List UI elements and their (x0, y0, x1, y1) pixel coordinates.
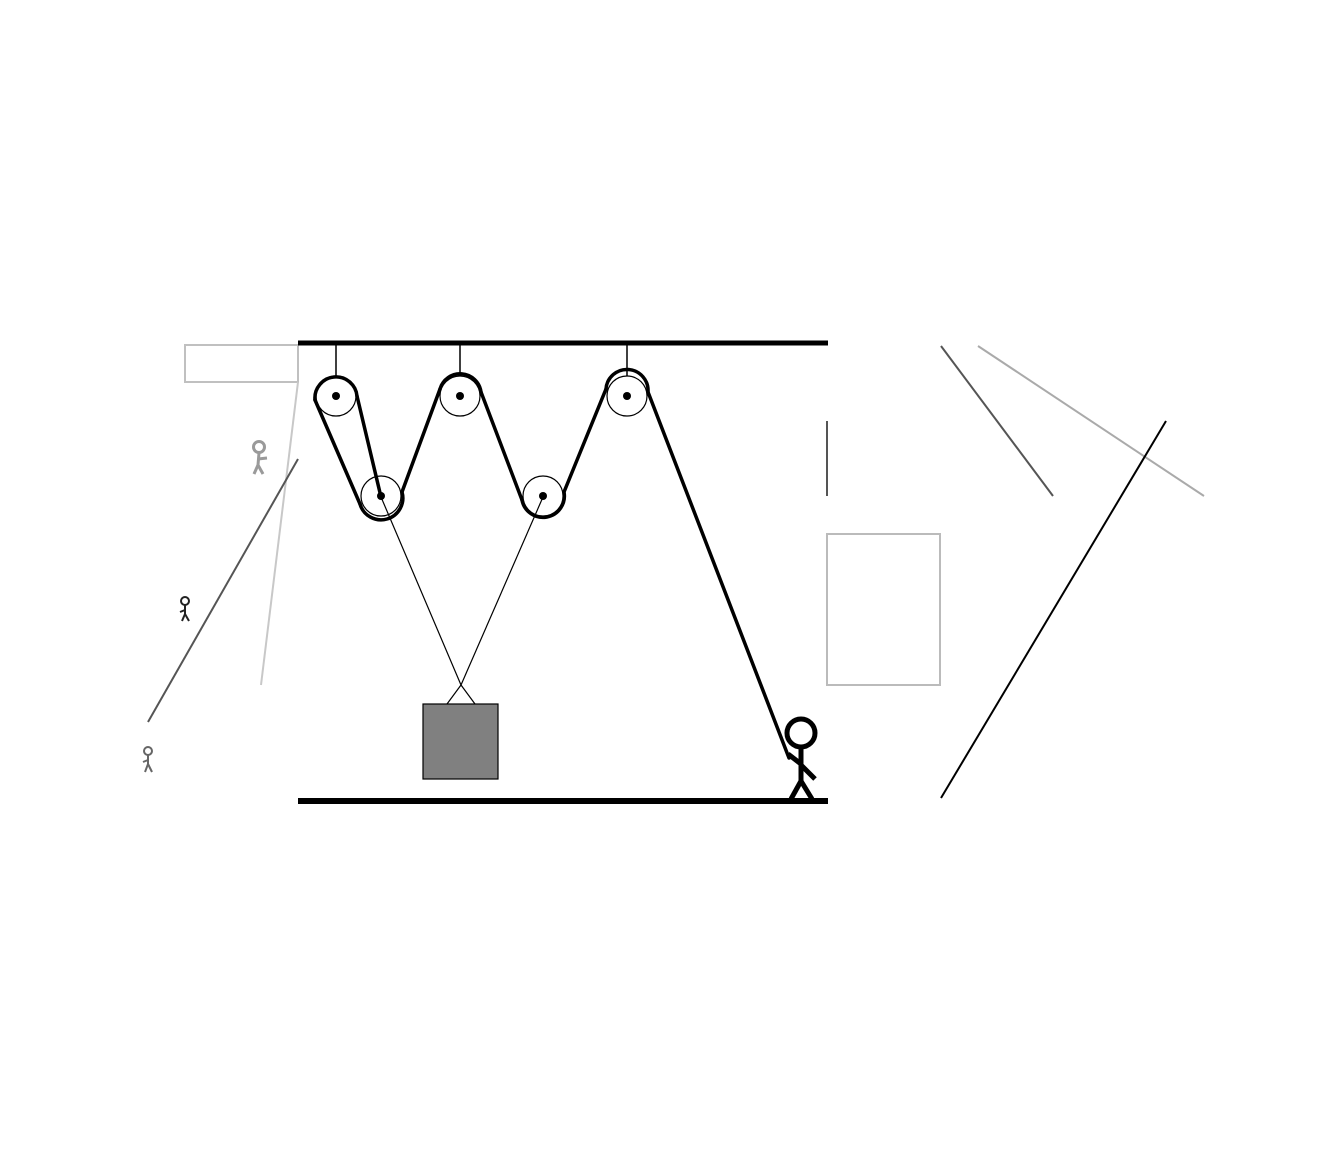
ghost-line-diag-light-right (977, 345, 1205, 497)
person-stick-figure (784, 716, 818, 801)
pulley-hangers (335, 345, 628, 376)
ghost-line-long-right (940, 420, 1167, 799)
ghost-line-dark-left (147, 458, 299, 723)
ghost-stick-figure-gray (252, 440, 268, 475)
ghost-line-light-left (260, 381, 299, 686)
movable-pulley-2 (522, 475, 564, 517)
fixed-pulley-1 (315, 375, 357, 417)
ghost-elements (147, 344, 1205, 799)
ghost-stick-figure-small (142, 746, 153, 773)
movable-pulley-1 (360, 475, 402, 517)
rope (313, 367, 791, 760)
fixed-pulley-2 (439, 375, 481, 417)
ghost-stick-figure-black (179, 596, 190, 622)
load-suspension-lines (380, 496, 544, 705)
load-weight-block (422, 703, 499, 780)
ghost-line-diag-dark-right (940, 345, 1054, 497)
ghost-box-top-left (184, 344, 299, 383)
fixed-pulley-3 (606, 375, 648, 417)
ghost-box-right (826, 533, 941, 686)
